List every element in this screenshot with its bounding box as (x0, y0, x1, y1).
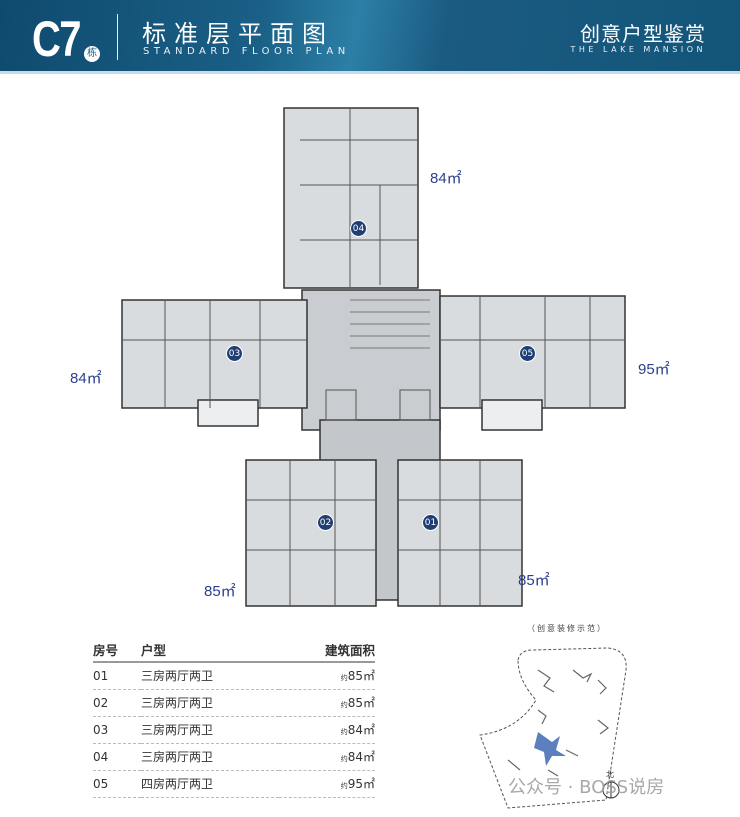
approx-label: 约 (340, 728, 348, 736)
unit-03-balcony (197, 399, 259, 427)
cell-area: 约85㎡ (279, 662, 375, 690)
unit-02-area: 85㎡ (204, 583, 236, 600)
col-unit-no: 房号 (93, 638, 141, 663)
brand-subtitle: THE LAKE MANSION (570, 45, 706, 54)
cell-no: 05 (93, 770, 141, 798)
cell-no: 03 (93, 716, 141, 744)
area-value: 84㎡ (347, 723, 375, 737)
unit-02-badge: 02 (317, 514, 334, 531)
approx-label: 约 (340, 782, 348, 790)
cell-type: 三房两厅两卫 (140, 716, 280, 744)
approx-label: 约 (340, 674, 348, 683)
col-unit-type: 户型 (140, 638, 280, 663)
brand-title: 创意户型鉴赏 (580, 22, 706, 46)
area-value: 85㎡ (347, 669, 375, 684)
unit-03-badge: 03 (226, 345, 243, 362)
unit-03-wing (121, 299, 308, 409)
cell-type: 三房两厅两卫 (140, 743, 280, 771)
area-value: 95㎡ (347, 777, 375, 791)
unit-03-area: 84㎡ (70, 370, 102, 387)
divider (117, 14, 118, 60)
site-map: 北 (479, 647, 627, 809)
cell-area: 约85㎡ (279, 689, 375, 717)
unit-02-wing (245, 459, 377, 607)
area-value: 84㎡ (347, 750, 375, 764)
unit-04-wing (283, 107, 419, 289)
col-area: 建筑面积 (279, 638, 375, 663)
unit-01-wing (397, 459, 523, 607)
cell-no: 01 (93, 662, 141, 690)
cell-type: 四房两厅两卫 (140, 770, 280, 798)
unit-04-badge: 04 (350, 220, 367, 237)
cell-type: 三房两厅两卫 (140, 689, 280, 717)
cell-type: 三房两厅两卫 (140, 662, 280, 690)
cell-area: 约95㎡ (279, 770, 375, 798)
page-subtitle: STANDARD FLOOR PLAN (143, 46, 350, 57)
approx-label: 约 (340, 701, 348, 709)
unit-05-badge: 05 (519, 345, 536, 362)
highlighted-building (534, 732, 566, 766)
approx-label: 约 (340, 755, 348, 763)
cell-no: 04 (93, 743, 141, 771)
page-title: 标准层平面图 (142, 20, 334, 48)
cell-no: 02 (93, 689, 141, 717)
unit-01-area: 85㎡ (518, 572, 550, 589)
unit-01-badge: 01 (422, 514, 439, 531)
floor-plan (121, 107, 626, 607)
building-code: C7 (32, 11, 82, 67)
unit-04-area: 84㎡ (430, 170, 462, 187)
header-banner: C7 栋 标准层平面图 STANDARD FLOOR PLAN 创意户型鉴赏 T… (0, 0, 740, 74)
core (301, 289, 441, 431)
unit-05-balcony (481, 399, 543, 431)
cell-area: 约84㎡ (279, 743, 375, 771)
north-label: 北 (606, 770, 614, 779)
cell-area: 约84㎡ (279, 716, 375, 744)
area-value: 85㎡ (347, 696, 375, 710)
building-suffix: 栋 (84, 46, 100, 62)
unit-05-area: 95㎡ (638, 361, 670, 378)
site-map-note: （创意装修示范） (527, 624, 607, 633)
watermark: 公众号 · BOSS说房 (508, 777, 665, 798)
table-header: 房号 户型 建筑面积 (93, 638, 375, 663)
